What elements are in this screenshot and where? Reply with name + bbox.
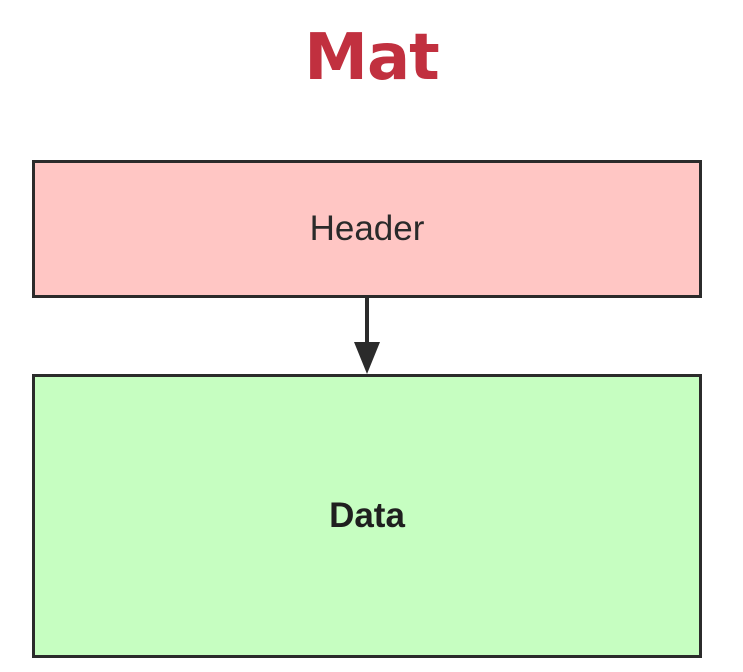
data-node-label: Data (329, 496, 405, 535)
diagram-title: Mat (304, 21, 439, 95)
data-node: Data (32, 374, 702, 658)
arrow-head (354, 342, 380, 374)
header-node-label: Header (309, 209, 425, 248)
header-node: Header (32, 160, 702, 298)
